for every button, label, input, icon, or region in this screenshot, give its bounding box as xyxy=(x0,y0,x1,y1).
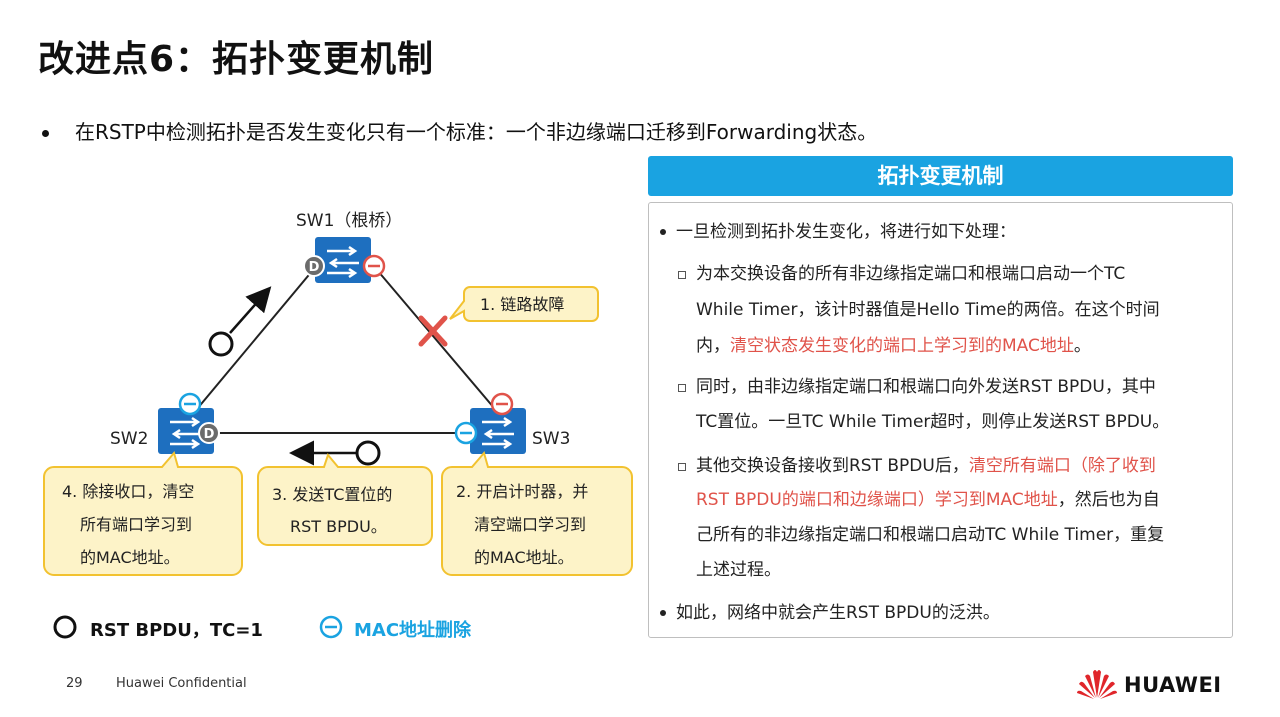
mac-clear-icon-sw3-left xyxy=(454,421,478,445)
link-sw1-sw2 xyxy=(191,263,319,416)
bullet-dot xyxy=(660,610,666,616)
switch-sw3 xyxy=(470,408,526,454)
panel-bullet-2: 如此，网络中就会产生RST BPDU的泛洪。 xyxy=(676,603,1000,623)
intro-bullet: 在RSTP中检测拓扑是否发生变化只有一个标准：一个非边缘端口迁移到Forward… xyxy=(42,116,877,145)
callout-3-line2: RST BPDU。 xyxy=(290,517,387,536)
callout-3-line1: 3. 发送TC置位的 xyxy=(272,485,392,504)
sub3-line1: 其他交换设备接收到RST BPDU后，清空所有端口（除了收到 xyxy=(696,454,1156,478)
callout-4-line2: 所有端口学习到 xyxy=(80,515,192,534)
page-number: 29 xyxy=(66,676,83,691)
sub-bullet-icon xyxy=(678,384,686,392)
sub3-line2-b: ，然后也为自 xyxy=(1057,490,1160,510)
callout-send-bpdu: 3. 发送TC置位的 RST BPDU。 xyxy=(257,452,433,546)
sub-bullet-icon xyxy=(678,271,686,279)
port-d-sw1: D xyxy=(303,255,325,277)
panel-header: 拓扑变更机制 xyxy=(648,156,1233,196)
mac-clear-icon-sw3-top xyxy=(490,392,514,416)
sub3-highlight-2: RST BPDU的端口和边缘端口）学习到MAC地址 xyxy=(696,490,1058,510)
brand-name: HUAWEI xyxy=(1124,673,1222,697)
port-d-label: D xyxy=(204,427,215,442)
legend-bpdu-icon xyxy=(53,615,77,639)
bullet-dot xyxy=(660,229,666,235)
bullet-dot xyxy=(42,130,49,137)
callout-sw2-clear: 4. 除接收口，清空 所有端口学习到 的MAC地址。 xyxy=(43,450,243,576)
huawei-logo-icon xyxy=(1077,670,1117,699)
link-failure-icon xyxy=(418,315,448,347)
sub3-highlight-1: 清空所有端口（除了收到 xyxy=(968,456,1156,476)
sub1-line3-a: 内， xyxy=(696,336,730,356)
legend-mac-label: MAC地址删除 xyxy=(354,620,472,641)
callout-link-failure: 1. 链路故障 xyxy=(449,286,599,322)
sub1-line3: 内，清空状态发生变化的端口上学习到的MAC地址。 xyxy=(696,334,1091,358)
sub3-line2: RST BPDU的端口和边缘端口）学习到MAC地址，然后也为自 xyxy=(696,488,1160,512)
sw3-label: SW3 xyxy=(532,429,570,449)
sw1-label: SW1（根桥） xyxy=(296,211,402,231)
bpdu-arrow-sw2-to-sw1 xyxy=(208,286,272,357)
mac-clear-icon-sw1 xyxy=(362,254,386,278)
sub2-line2: TC置位。一旦TC While Timer超时，则停止发送RST BPDU。 xyxy=(696,412,1170,432)
callout-2-line3: 的MAC地址。 xyxy=(474,548,574,567)
switch-sw2 xyxy=(158,408,214,454)
sub1-highlight: 清空状态发生变化的端口上学习到的MAC地址 xyxy=(730,336,1074,356)
callout-1-text: 1. 链路故障 xyxy=(480,295,564,314)
switch-sw1 xyxy=(315,237,371,283)
sub-bullet-icon xyxy=(678,463,686,471)
confidential-label: Huawei Confidential xyxy=(116,676,247,691)
port-d-label: D xyxy=(309,260,320,275)
topology-diagram: D D SW1（根桥） SW2 SW3 1. 链路故障 4. 除接收口，清空 所… xyxy=(43,211,633,576)
legend-mac-clear-icon xyxy=(319,615,343,639)
sub1-line3-c: 。 xyxy=(1073,336,1091,356)
callout-sw3-timer: 2. 开启计时器，并 清空端口学习到 的MAC地址。 xyxy=(441,450,633,576)
sub1-line1: 为本交换设备的所有非边缘指定端口和根端口启动一个TC xyxy=(696,264,1126,284)
callout-4-line1: 4. 除接收口，清空 xyxy=(62,482,194,501)
callout-2-line1: 2. 开启计时器，并 xyxy=(456,482,588,501)
bpdu-arrow-sw3-to-sw2 xyxy=(289,440,381,466)
sub1-line2: While Timer，该计时器值是Hello Time的两倍。在这个时间 xyxy=(696,300,1160,320)
mac-clear-icon-sw2-top xyxy=(178,392,202,416)
callout-2-line2: 清空端口学习到 xyxy=(474,515,586,534)
sub3-line1-a: 其他交换设备接收到RST BPDU后， xyxy=(696,456,969,476)
sub2-line1: 同时，由非边缘指定端口和根端口向外发送RST BPDU，其中 xyxy=(696,377,1156,397)
port-d-sw2: D xyxy=(198,422,220,444)
sw2-label: SW2 xyxy=(110,429,148,449)
panel-bullet-1: 一旦检测到拓扑发生变化，将进行如下处理： xyxy=(676,222,1016,242)
sub3-line3: 己所有的非边缘指定端口和根端口启动TC While Timer，重复 xyxy=(696,525,1165,545)
info-panel xyxy=(648,202,1233,638)
link-sw1-sw3 xyxy=(371,263,501,416)
callout-4-line3: 的MAC地址。 xyxy=(80,548,180,567)
legend-bpdu-label: RST BPDU，TC=1 xyxy=(90,620,263,641)
page-title: 改进点6：拓扑变更机制 xyxy=(38,39,435,80)
sub3-line4: 上述过程。 xyxy=(696,560,781,580)
intro-text: 在RSTP中检测拓扑是否发生变化只有一个标准：一个非边缘端口迁移到Forward… xyxy=(75,120,878,144)
